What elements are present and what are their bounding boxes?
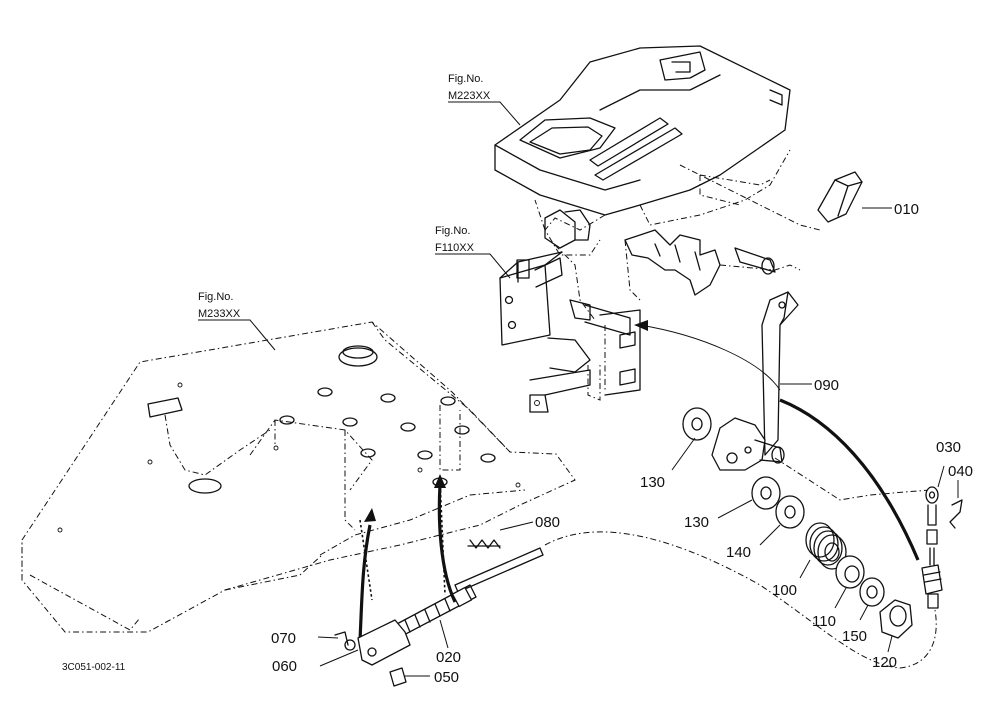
- figure-ref-number: M233XX: [198, 308, 241, 320]
- part-label-020: 020: [436, 649, 461, 666]
- figure-ref-label: Fig.No.: [435, 225, 470, 237]
- part-030-link: [921, 465, 945, 609]
- part-label-130-upper: 130: [640, 474, 665, 491]
- part-label-130-lower: 130: [684, 514, 709, 531]
- bracket-assembly: [499, 209, 641, 413]
- part-label-080: 080: [535, 514, 560, 531]
- part-label-100: 100: [772, 582, 797, 599]
- part-label-110: 110: [812, 613, 836, 630]
- part-label-010: 010: [894, 201, 919, 218]
- part-label-060: 060: [272, 658, 297, 675]
- figure-ref-number: M223XX: [448, 90, 491, 102]
- part-150-washer: [859, 577, 885, 621]
- cable-path: [544, 457, 937, 669]
- part-050-bolt: [389, 667, 430, 687]
- part-080-spring: [467, 521, 534, 549]
- part-label-150: 150: [842, 628, 867, 645]
- figure-ref-m223xx: Fig.No. M223XX: [448, 73, 491, 102]
- part-label-070: 070: [271, 630, 296, 647]
- part-110-collar: [834, 555, 865, 609]
- movement-arrows: [358, 320, 920, 641]
- figure-ref-label: Fig.No.: [448, 73, 483, 85]
- part-130-washer-upper: [671, 407, 712, 471]
- part-040-clip: [949, 480, 963, 529]
- part-020-cable: [394, 547, 544, 649]
- part-120-cap: [879, 599, 913, 653]
- figure-ref-f110xx: Fig.No. F110XX: [435, 225, 475, 254]
- figure-ref-number: F110XX: [435, 242, 475, 254]
- part-130-washer-lower: [717, 476, 781, 519]
- figure-ref-label: Fig.No.: [198, 291, 233, 303]
- part-label-090: 090: [814, 377, 839, 394]
- part-label-140: 140: [726, 544, 751, 561]
- part-100-spring: [799, 522, 847, 579]
- part-label-120: 120: [872, 654, 897, 671]
- part-140-washer: [759, 495, 805, 546]
- part-070-pin: [317, 631, 349, 646]
- part-010-knob: [817, 171, 892, 223]
- part-label-030: 030: [936, 439, 961, 456]
- part-label-040: 040: [948, 463, 973, 480]
- figure-ref-m233xx: Fig.No. M233XX: [198, 291, 241, 320]
- floor-plate: [21, 321, 576, 633]
- figure-ref-leaders: [198, 101, 521, 351]
- diagram-code: 3C051-002-11: [62, 662, 126, 673]
- part-060-clevis: [319, 619, 411, 667]
- seat-assembly: [494, 45, 821, 256]
- slotted-plate: [624, 229, 801, 301]
- part-090-lever: [711, 291, 812, 471]
- part-label-050: 050: [434, 669, 459, 686]
